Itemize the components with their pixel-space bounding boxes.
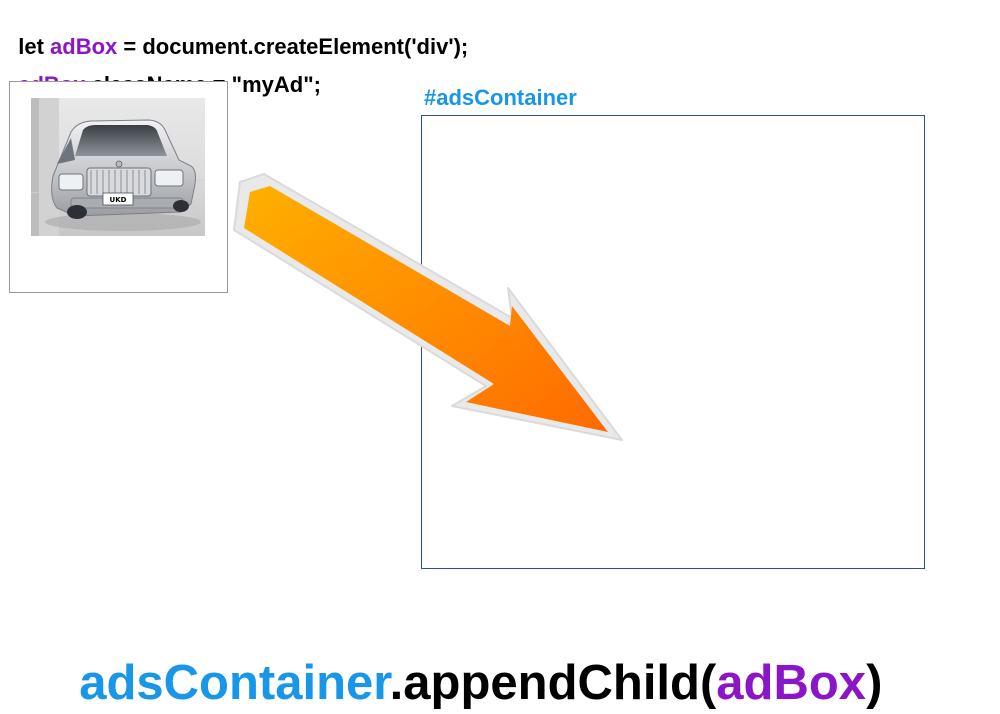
code-line-create-element: let adBox = document.createElement('div'… (6, 5, 468, 61)
arrow-icon (233, 173, 623, 441)
code-ads-container: adsContainer (79, 656, 390, 710)
ad-box: UKD (9, 81, 228, 293)
code-adbox-argument: adBox (716, 656, 867, 710)
code-create-element-call: = document.createElement('div'); (117, 34, 469, 59)
code-close-paren: ) (866, 656, 883, 710)
car-image: UKD (31, 98, 205, 236)
code-append-child-method: .appendChild( (389, 656, 717, 710)
ads-container-label: #adsContainer (424, 85, 577, 110)
append-child-code: adsContainer.appendChild(adBox) (52, 590, 882, 714)
code-keyword-let: let (18, 34, 51, 59)
code-var-adbox: adBox (50, 34, 118, 59)
license-plate-text: UKD (110, 196, 127, 204)
